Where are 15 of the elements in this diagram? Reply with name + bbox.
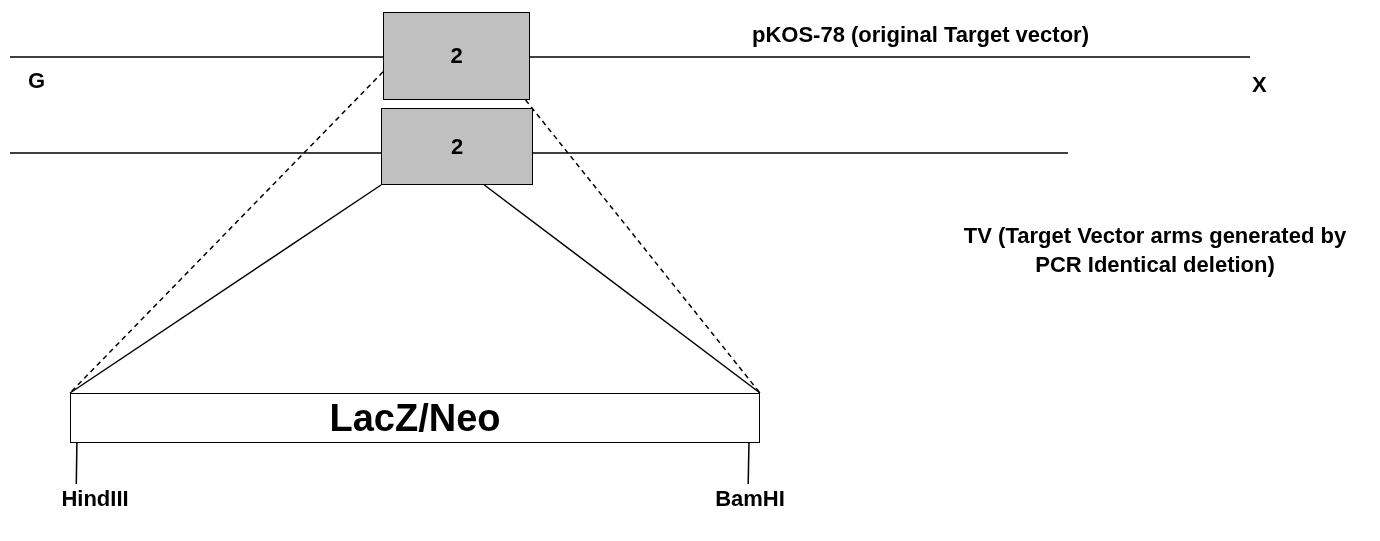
vector-label: TV (Target Vector arms generated by PCR Identical deletion) (962, 222, 1348, 279)
connector-line (483, 184, 761, 394)
end-label: X (1252, 72, 1267, 98)
end-label: G (28, 68, 46, 94)
site-label: BamHI (705, 484, 795, 514)
dashed-line (69, 71, 384, 394)
dashed-line (524, 99, 761, 394)
exon-box: 2 (383, 12, 530, 100)
exon-box: 2 (381, 108, 533, 185)
cassette-box: LacZ/Neo (70, 393, 760, 443)
leader-line (747, 442, 750, 485)
connector-line (69, 184, 382, 394)
vector-label: pKOS-78 (original Target vector) (752, 22, 1089, 48)
leader-line (75, 442, 78, 485)
site-label: HindIII (40, 484, 150, 514)
